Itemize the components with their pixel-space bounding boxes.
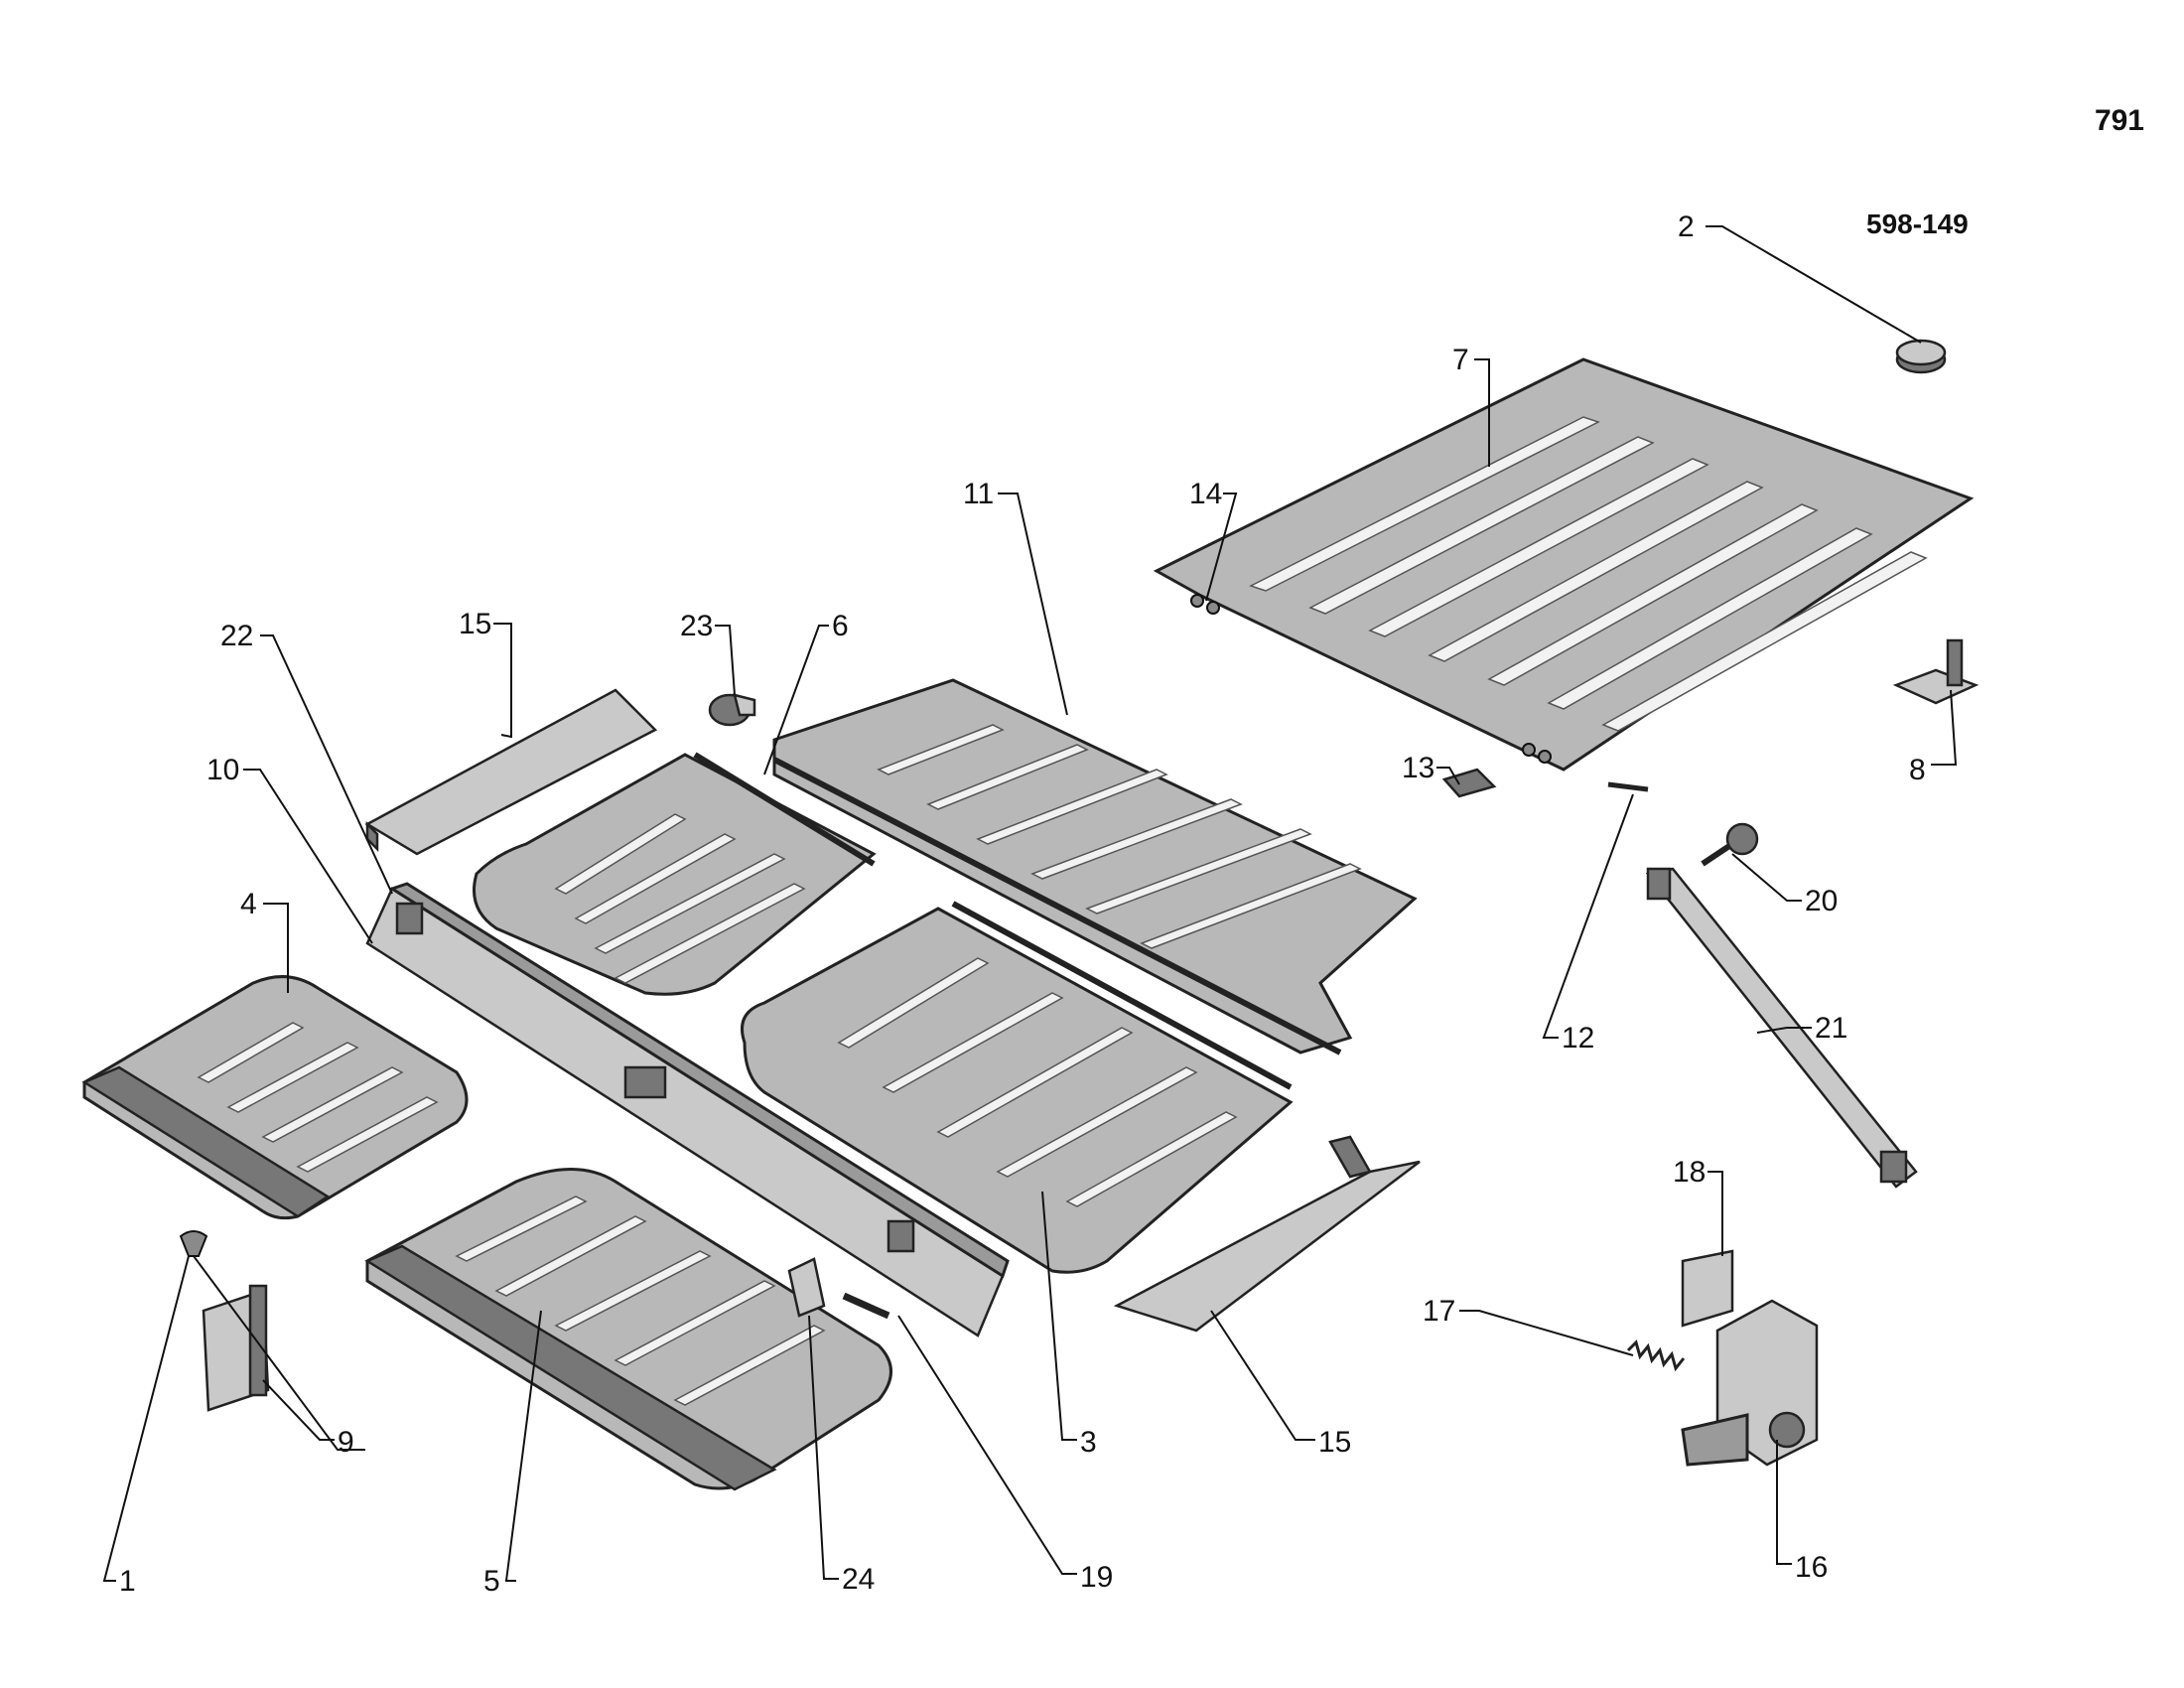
part-label-22: 22 <box>220 620 253 652</box>
part-9-hinge <box>202 1284 270 1412</box>
part-12-pin <box>1607 781 1649 792</box>
part-label-24: 24 <box>842 1563 875 1596</box>
drawing-reference: 598-149 <box>1866 209 1969 239</box>
part-19-bolt <box>842 1292 890 1320</box>
part-16-latch-housing <box>1681 1299 1819 1467</box>
part-17-spring <box>1626 1339 1686 1372</box>
part-label-5: 5 <box>483 1565 500 1598</box>
part-7-rear-floor-panel <box>1153 357 1975 772</box>
part-3-floor-panel <box>741 901 1294 1274</box>
part-labels: 2 7 14 11 8 13 12 20 21 23 6 15 22 10 4 … <box>119 211 1926 1598</box>
part-6-side-floor-panel <box>473 752 877 996</box>
leader-lines <box>102 225 1958 1582</box>
part-label-11: 11 <box>963 478 994 510</box>
part-label-18: 18 <box>1673 1156 1706 1189</box>
part-label-9: 9 <box>338 1426 354 1459</box>
part-label-8: 8 <box>1909 754 1926 786</box>
part-label-3: 3 <box>1080 1426 1097 1459</box>
part-label-19: 19 <box>1080 1561 1113 1594</box>
part-20-knob-bolt <box>1701 822 1759 867</box>
part-label-4: 4 <box>240 888 257 920</box>
part-1-grommet <box>179 1230 208 1257</box>
part-label-1: 1 <box>119 1565 136 1598</box>
part-label-12: 12 <box>1562 1022 1594 1055</box>
part-label-14: 14 <box>1189 478 1222 510</box>
part-label-16: 16 <box>1795 1551 1828 1584</box>
part-15-trim-strip-lower <box>1113 1135 1421 1333</box>
part-label-2: 2 <box>1678 211 1695 243</box>
page-number: 791 <box>2094 104 2144 137</box>
part-label-23: 23 <box>680 610 713 642</box>
part-13-clip <box>1441 768 1497 798</box>
part-label-6: 6 <box>832 610 849 642</box>
part-5-lower-floor-panel <box>364 1168 892 1491</box>
part-8-bracket <box>1892 638 1979 705</box>
part-18-plate <box>1681 1249 1734 1328</box>
part-11-middle-floor-panel <box>772 678 1418 1055</box>
part-24-bracket <box>787 1257 826 1318</box>
part-label-15-upper: 15 <box>459 608 491 640</box>
part-label-7: 7 <box>1452 344 1469 376</box>
part-2-grommet <box>1895 339 1947 374</box>
part-label-21: 21 <box>1815 1012 1847 1045</box>
part-label-15-lower: 15 <box>1318 1426 1351 1459</box>
part-label-17: 17 <box>1423 1295 1455 1328</box>
part-15-trim-strip-upper <box>364 688 658 856</box>
part-label-10: 10 <box>206 754 239 786</box>
part-label-13: 13 <box>1402 752 1434 784</box>
part-label-20: 20 <box>1805 885 1838 917</box>
part-23-clip <box>708 693 756 727</box>
part-10-cross-member <box>365 882 1010 1337</box>
part-4-small-floor-panel <box>81 975 469 1220</box>
